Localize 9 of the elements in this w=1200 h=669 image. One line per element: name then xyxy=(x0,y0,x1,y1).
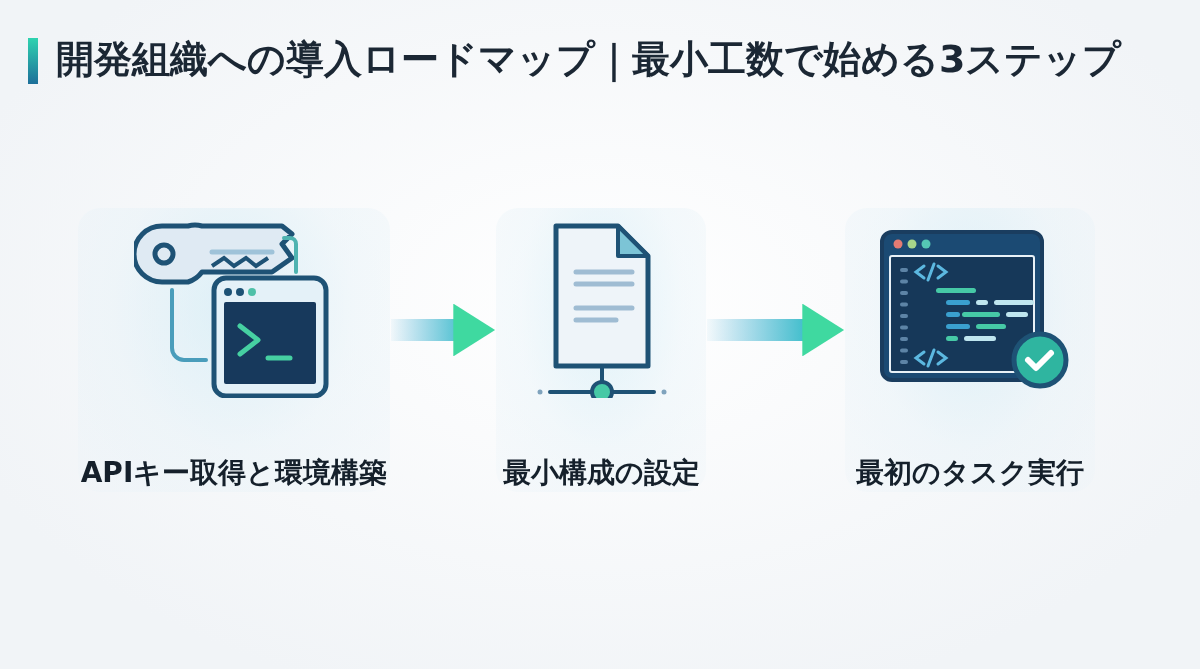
flow-arrow xyxy=(391,303,496,357)
step-card xyxy=(845,208,1095,492)
step-label: APIキー取得と環境構築 xyxy=(79,455,389,491)
step-card xyxy=(78,208,390,492)
flow-arrow xyxy=(707,303,845,357)
title: 開発組織への導入ロードマップ｜最小工数で始める3ステップ xyxy=(56,36,1122,84)
step-card xyxy=(496,208,706,492)
step-label: 最小構成の設定 xyxy=(501,455,701,491)
step-label: 最初のタスク実行 xyxy=(855,455,1085,491)
